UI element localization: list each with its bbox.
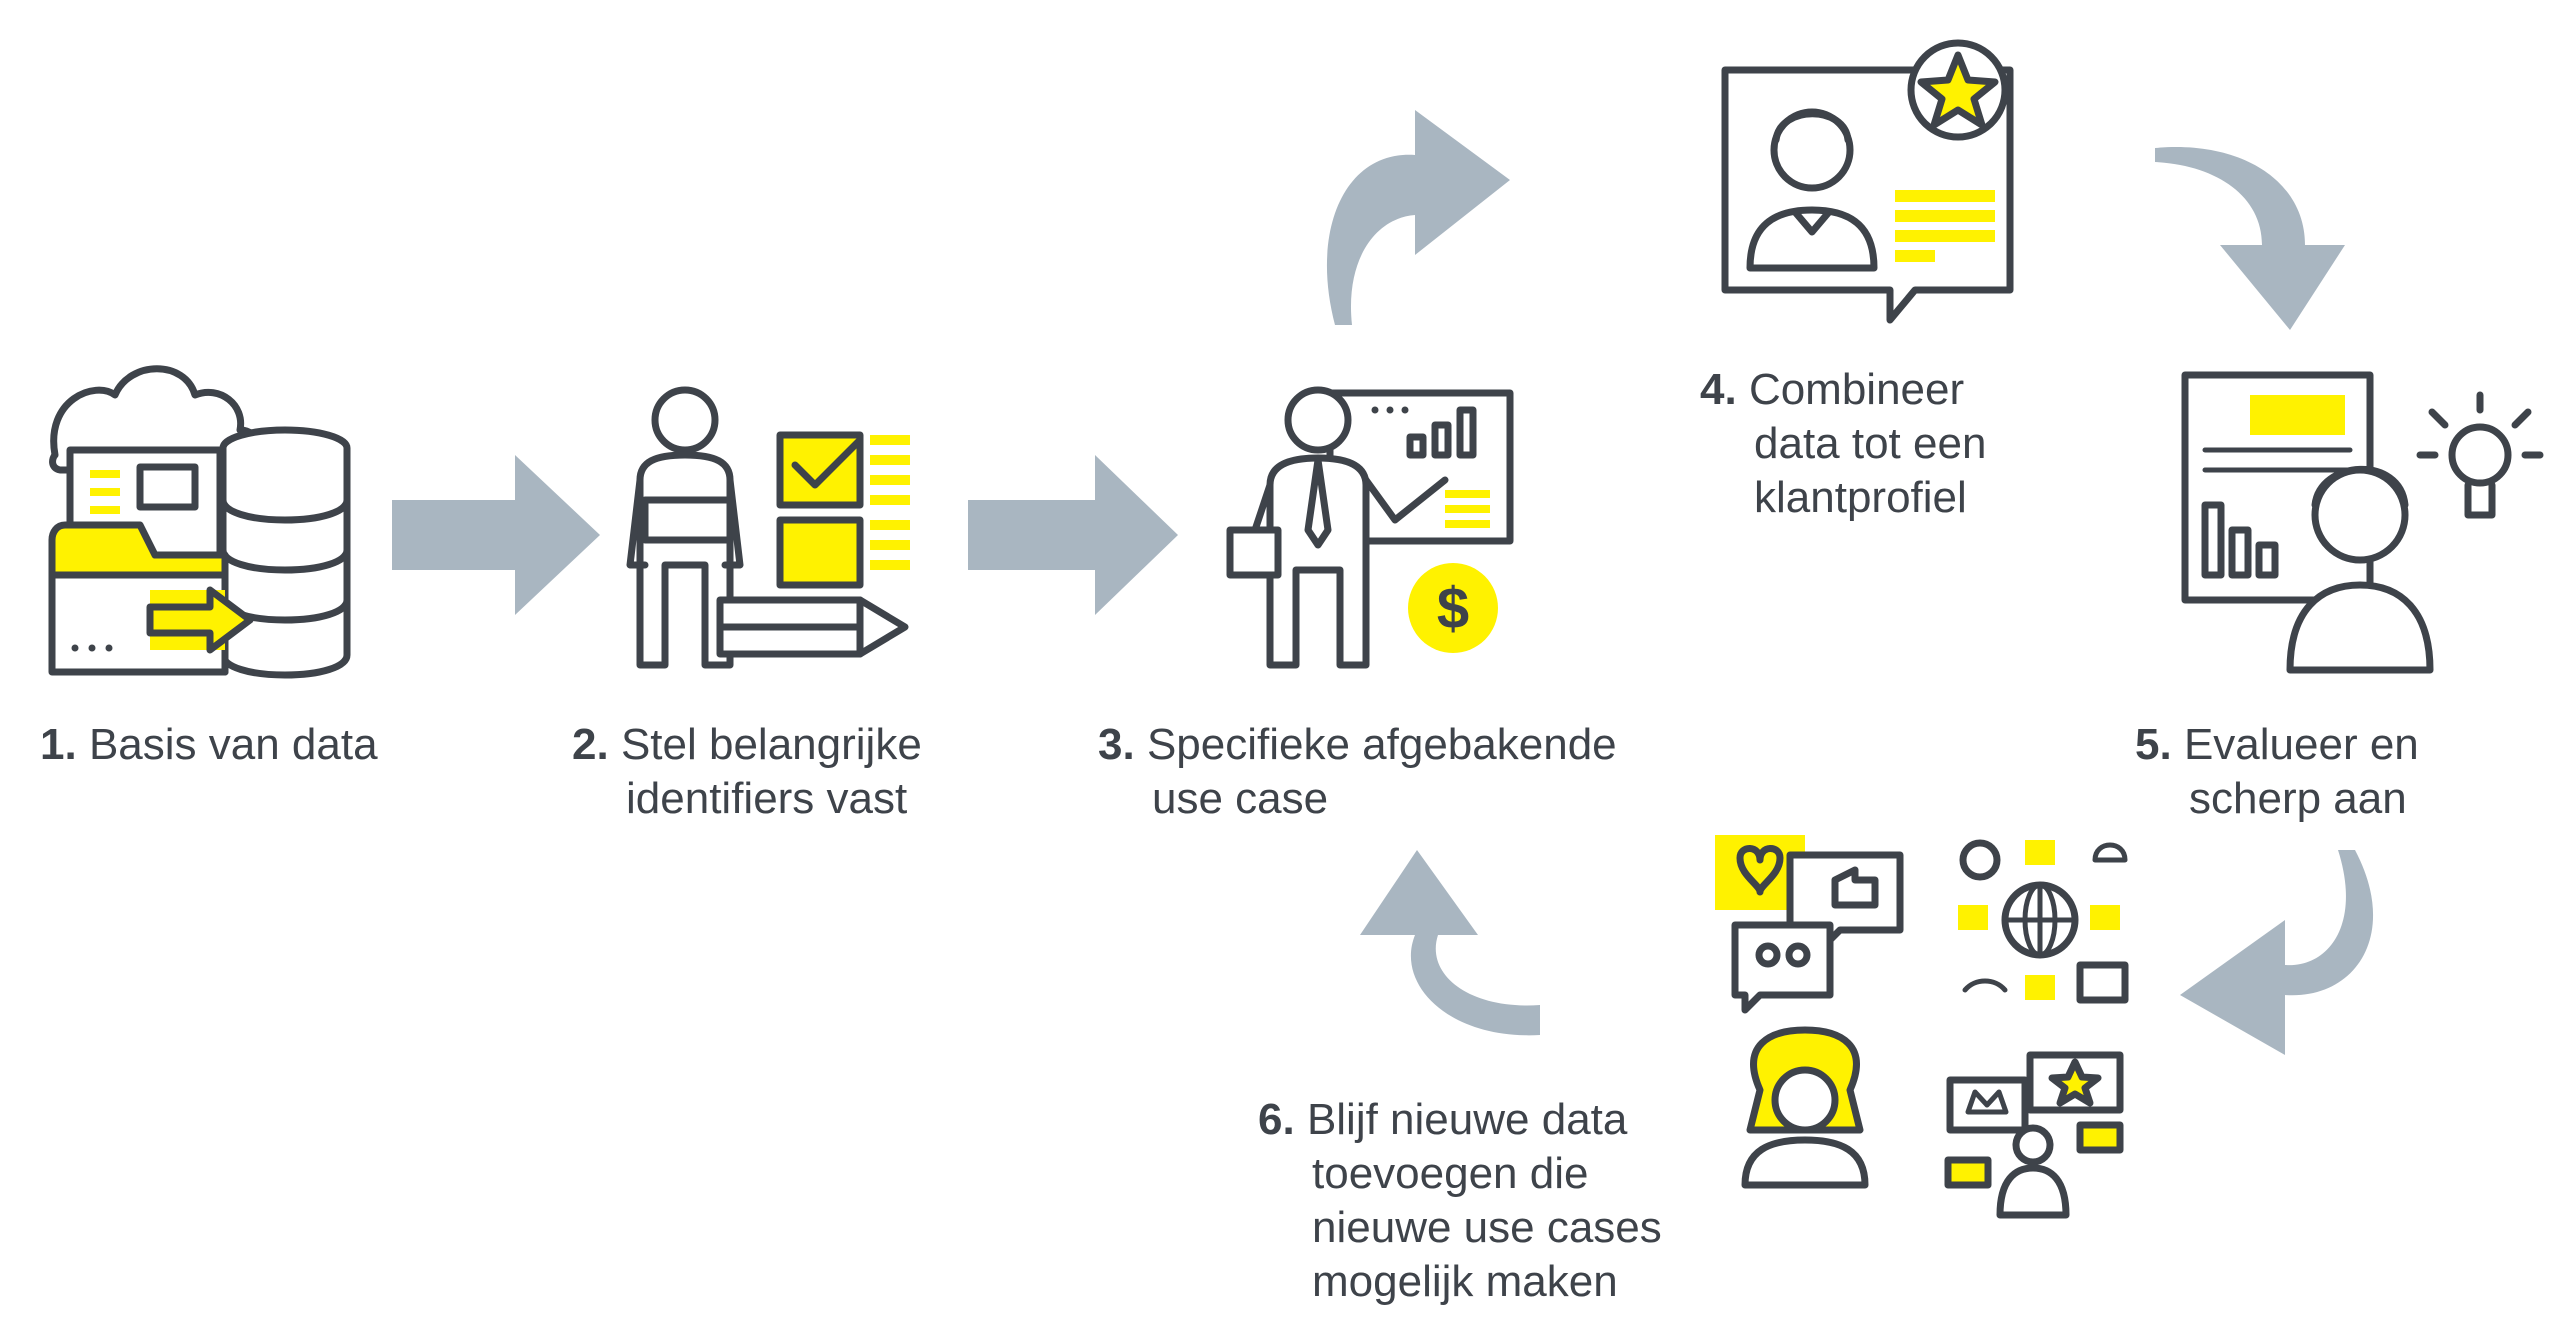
step-4-label: 4. Combineer data tot een klantprofiel bbox=[1700, 363, 1986, 525]
person-report-idea-icon bbox=[2181, 371, 2544, 674]
social-media-icon bbox=[1715, 835, 1904, 1014]
step-4-text-line3: klantprofiel bbox=[1754, 473, 1967, 522]
step-4-text-line1: Combineer bbox=[1748, 365, 1965, 414]
network-globe-icon bbox=[1958, 839, 2129, 1004]
step-3-text-line1: Specifieke afgebakende bbox=[1146, 720, 1617, 769]
customer-profile-card-icon bbox=[1721, 39, 2014, 324]
step-6-text-line2: toevoegen die bbox=[1312, 1149, 1589, 1198]
step-5-label: 5. Evalueer en scherp aan bbox=[2135, 718, 2419, 826]
step-2-text-line2: identifiers vast bbox=[626, 774, 908, 823]
step-3-number: 3. bbox=[1098, 720, 1135, 769]
customer-feedback-icon bbox=[1944, 1051, 2124, 1219]
step-2-label: 2. Stel belangrijke identifiers vast bbox=[572, 718, 922, 826]
step-1-label: 1. Basis van data bbox=[40, 718, 378, 772]
support-agent-icon bbox=[1741, 1026, 1869, 1189]
step-6-number: 6. bbox=[1258, 1095, 1295, 1144]
step-1-number: 1. bbox=[40, 720, 77, 769]
curved-arrow-step3-to-step4-icon bbox=[1326, 110, 1510, 325]
step-6-label: 6. Blijf nieuwe data toevoegen die nieuw… bbox=[1258, 1093, 1662, 1309]
step-2-text-line1: Stel belangrijke bbox=[620, 720, 922, 769]
step-4-number: 4. bbox=[1700, 365, 1737, 414]
database-folder-icon bbox=[48, 365, 351, 679]
currency-glyph: $ bbox=[1437, 576, 1469, 641]
step-5-number: 5. bbox=[2135, 720, 2172, 769]
arrow-step2-to-step3-icon bbox=[968, 455, 1178, 615]
step-6-text-line4: mogelijk maken bbox=[1312, 1257, 1618, 1306]
step-1-text: Basis van data bbox=[88, 720, 378, 769]
step-5-text-line2: scherp aan bbox=[2189, 774, 2407, 823]
arrow-step1-to-step2-icon bbox=[392, 455, 600, 615]
step-5-text-line1: Evalueer en bbox=[2183, 720, 2419, 769]
step-3-label: 3. Specifieke afgebakende use case bbox=[1098, 718, 1617, 826]
step-3-text-line2: use case bbox=[1152, 774, 1329, 823]
curved-arrow-step6-to-step3-icon bbox=[1360, 850, 1540, 1036]
step-6-text-line1: Blijf nieuwe data bbox=[1306, 1095, 1628, 1144]
presenter-board-icon: $ bbox=[1226, 386, 1514, 669]
person-checklist-icon bbox=[626, 386, 910, 669]
curved-arrow-step5-to-step6-icon bbox=[2180, 850, 2374, 1055]
step-2-number: 2. bbox=[572, 720, 609, 769]
step-4-text-line2: data tot een bbox=[1754, 419, 1987, 468]
curved-arrow-step4-to-step5-icon bbox=[2155, 146, 2345, 330]
step-6-text-line3: nieuwe use cases bbox=[1312, 1203, 1662, 1252]
